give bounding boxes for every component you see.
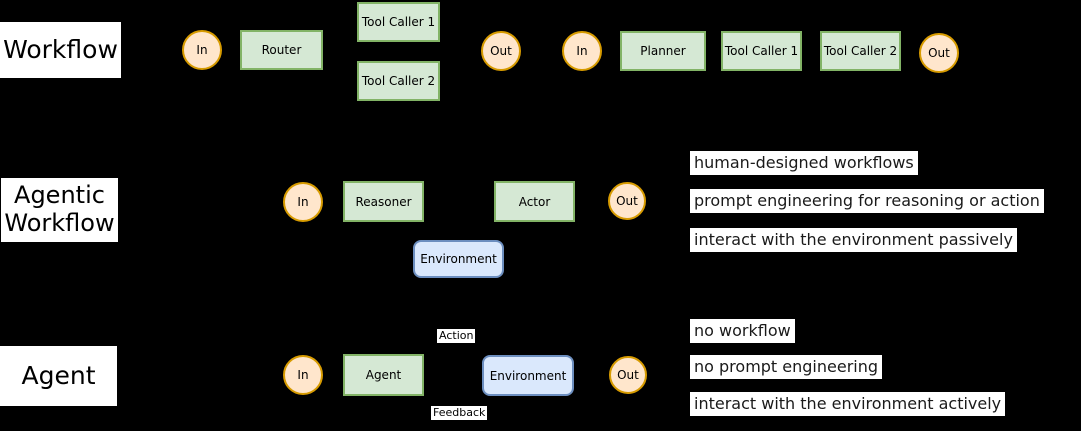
node-reasoner: Reasoner [343, 181, 424, 222]
node-agentic-environment: Environment [413, 240, 504, 278]
node-agentic-out: Out [608, 182, 646, 220]
node-tool-caller-2-chain: Tool Caller 2 [820, 31, 901, 71]
section-title-workflow: Workflow [0, 22, 121, 78]
section-title-agentic-workflow-text: Agentic Workflow [4, 181, 115, 237]
note-interact-environment-actively: interact with the environment actively [690, 392, 1006, 416]
node-agent: Agent [343, 354, 424, 396]
section-title-agentic-workflow: Agentic Workflow [1, 178, 118, 242]
section-title-agent: Agent [0, 346, 117, 406]
node-workflow-in-2: In [562, 31, 602, 71]
node-actor: Actor [494, 181, 575, 222]
node-workflow-out-1: Out [481, 31, 521, 71]
node-agent-in: In [283, 355, 323, 395]
node-router: Router [240, 30, 323, 70]
node-planner: Planner [620, 31, 706, 71]
edge-label-feedback: Feedback [431, 406, 488, 421]
note-no-prompt-engineering: no prompt engineering [690, 355, 883, 379]
node-tool-caller-1-branch: Tool Caller 1 [357, 2, 440, 42]
node-workflow-in-1: In [182, 30, 222, 70]
note-human-designed-workflows: human-designed workflows [690, 151, 918, 175]
note-prompt-engineering-reasoning-action: prompt engineering for reasoning or acti… [690, 189, 1044, 213]
node-agent-environment: Environment [482, 355, 574, 396]
node-workflow-out-2: Out [919, 33, 959, 73]
note-interact-environment-passively: interact with the environment passively [690, 228, 1017, 252]
node-tool-caller-2-branch: Tool Caller 2 [357, 61, 440, 101]
note-no-workflow: no workflow [690, 319, 795, 343]
node-agent-out: Out [609, 356, 647, 394]
node-tool-caller-1-chain: Tool Caller 1 [721, 31, 802, 71]
node-agentic-in: In [283, 182, 323, 222]
edge-label-action: Action [437, 329, 476, 344]
